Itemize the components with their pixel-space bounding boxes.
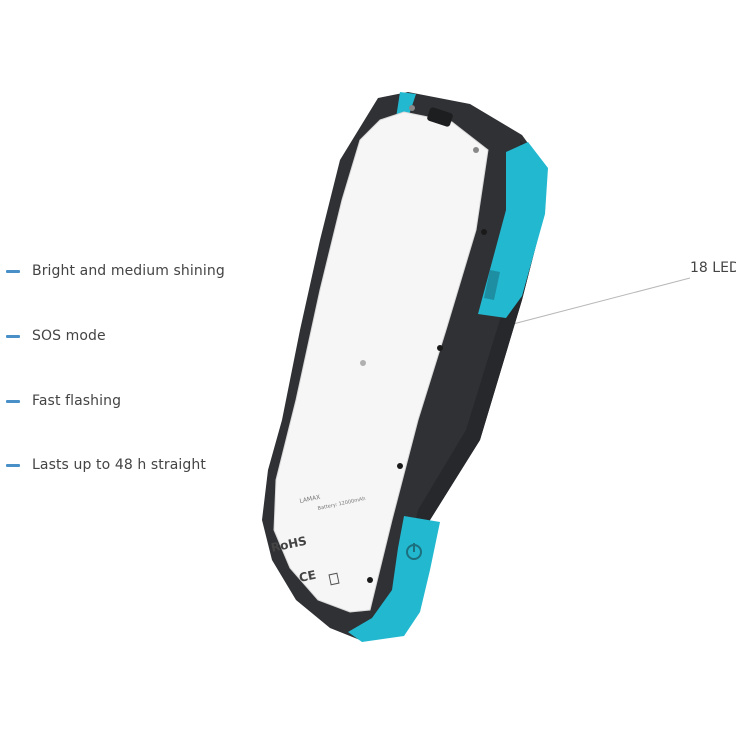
feature-label: Bright and medium shining — [32, 263, 225, 279]
bullet-dash-icon — [6, 269, 20, 273]
corner-cyan-clip — [396, 92, 416, 118]
sticker-brand: LAMAX — [299, 494, 321, 505]
feature-label: SOS mode — [32, 328, 106, 344]
screw — [473, 147, 479, 153]
feature-item-sos: SOS mode — [6, 326, 106, 346]
screw — [481, 229, 487, 235]
screw — [437, 345, 443, 351]
bottom-cyan-bumper — [348, 516, 440, 642]
led-marker — [360, 360, 366, 366]
feature-item-flashing: Fast flashing — [6, 391, 121, 411]
bullet-dash-icon — [6, 399, 20, 403]
bullet-dash-icon — [6, 463, 20, 467]
callout-label-led: 18 LED — [690, 260, 736, 276]
bullet-dash-icon — [6, 334, 20, 338]
screw — [367, 577, 373, 583]
feature-item-runtime: Lasts up to 48 h straight — [6, 455, 206, 475]
usb-port — [427, 107, 453, 127]
screw — [397, 463, 403, 469]
recycle-bin-icon — [328, 572, 340, 586]
feature-label: Lasts up to 48 h straight — [32, 457, 206, 473]
feature-label: Fast flashing — [32, 393, 122, 409]
grip-segment — [484, 270, 500, 300]
device-spine — [380, 140, 546, 636]
led-panel — [273, 111, 489, 613]
feature-item-brightness: Bright and medium shining — [6, 261, 225, 281]
ce-mark: CE — [298, 568, 318, 585]
power-icon — [406, 543, 422, 560]
screw — [409, 105, 415, 111]
